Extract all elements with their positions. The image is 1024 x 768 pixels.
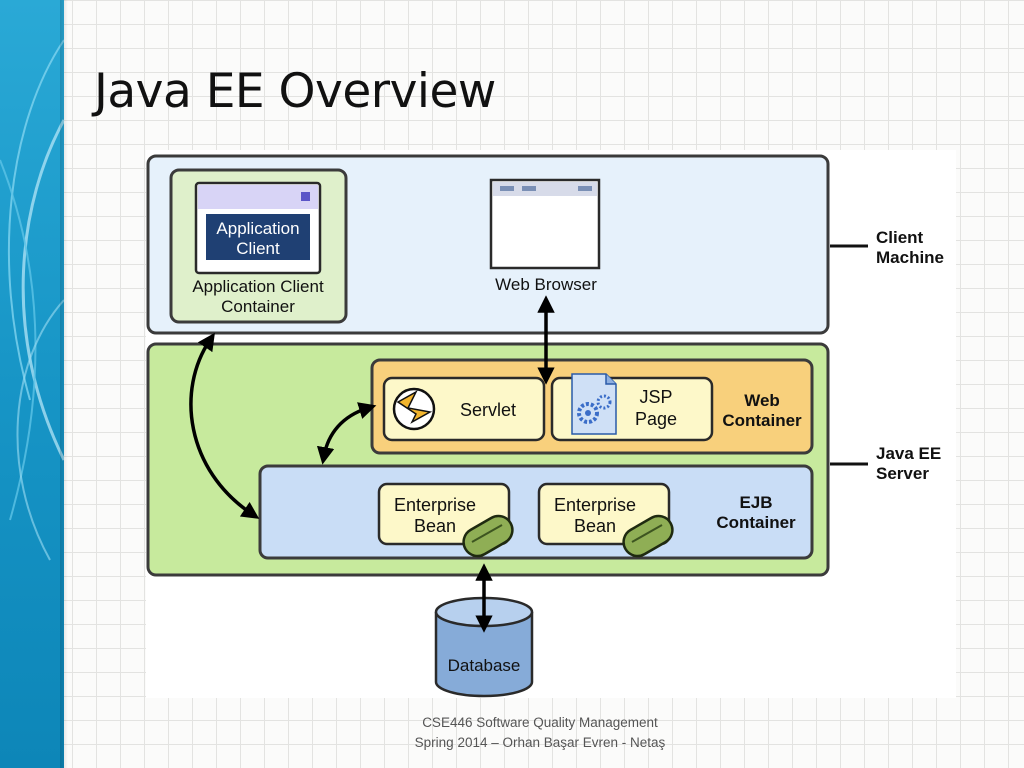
jsp-label-1: JSP	[639, 387, 672, 407]
java-ee-server-label-1: Java EE	[876, 444, 941, 463]
app-client-box	[206, 214, 310, 260]
bean2-label-2: Bean	[574, 516, 616, 536]
app-client-label-2: Client	[236, 239, 280, 258]
sidebar-shadow	[60, 0, 68, 768]
servlet-label: Servlet	[460, 400, 516, 420]
web-container: Servlet JSP Page Web Container	[370, 358, 814, 455]
ejb-container-label-1: EJB	[739, 493, 772, 512]
ejb-container: Enterprise Bean Enterprise Bean EJB Cont…	[258, 464, 814, 560]
web-browser: Web Browser	[489, 178, 601, 294]
bean2-label-1: Enterprise	[554, 495, 636, 515]
bean-icon	[622, 514, 674, 558]
browser-window-icon	[489, 178, 601, 270]
bean1-label-1: Enterprise	[394, 495, 476, 515]
web-browser-label: Web Browser	[495, 275, 597, 294]
app-client-label-1: Application	[216, 219, 299, 238]
bean-icon	[462, 514, 514, 558]
jsp-gear-icon	[571, 373, 617, 435]
jsp-label-2: Page	[635, 409, 677, 429]
web-container-label-1: Web	[744, 391, 780, 410]
java-ee-server-label-2: Server	[876, 464, 929, 483]
ejb-container-label-2: Container	[716, 513, 796, 532]
app-client-container-label-1: Application Client	[192, 277, 324, 296]
client-machine-label-1: Client	[876, 228, 924, 247]
bean1-label-2: Bean	[414, 516, 456, 536]
client-machine-label-2: Machine	[876, 248, 944, 267]
database-label: Database	[448, 656, 521, 675]
footer-line-2: Spring 2014 – Orhan Başar Evren - Netaş	[414, 735, 666, 750]
java-ee-diagram: Application Client Application Client Co…	[146, 150, 956, 698]
slide-title: Java EE Overview	[94, 64, 496, 119]
connection-arrows	[189, 295, 555, 633]
sidebar-decoration	[0, 0, 64, 768]
app-client-container-label-2: Container	[221, 297, 295, 316]
footer-line-1: CSE446 Software Quality Management	[422, 715, 658, 730]
app-client-container: Application Client Application Client Co…	[169, 168, 348, 324]
servlet-icon	[392, 387, 436, 431]
slide-footer: CSE446 Software Quality Management Sprin…	[380, 713, 700, 753]
web-container-label-2: Container	[722, 411, 802, 430]
